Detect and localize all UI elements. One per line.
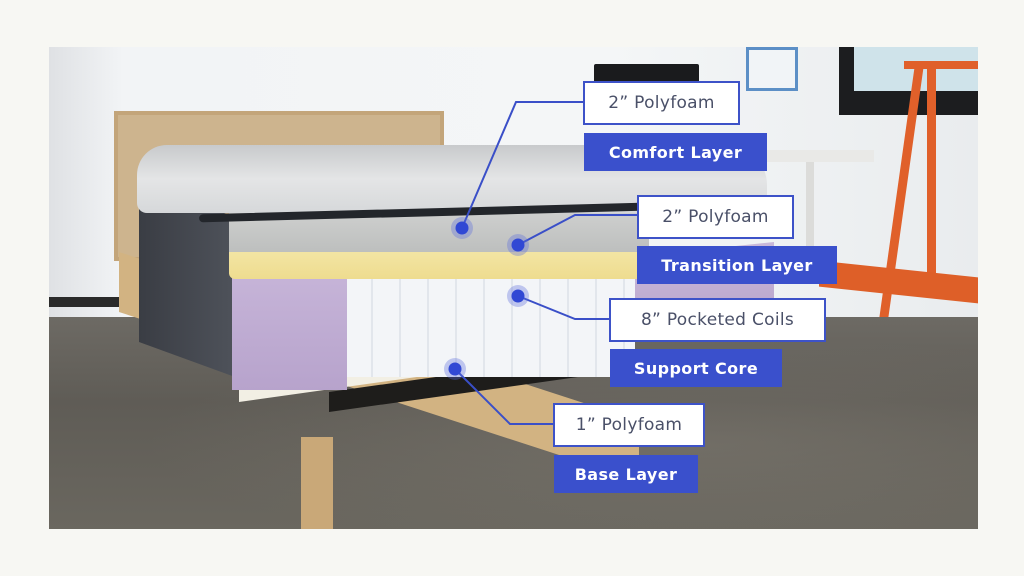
support-core-spec-label: 8” Pocketed Coils [609,298,826,342]
transition-layer-spec-label: 2” Polyfoam [637,195,794,239]
desk-leg [806,162,814,282]
base-layer-name-label: Base Layer [554,455,698,493]
support-core-foam-edge [232,275,347,390]
wall-picture-frame [746,47,798,91]
comfort-layer-spec-label: 2” Polyfoam [583,81,740,125]
support-core-name-label: Support Core [610,349,782,387]
desk [764,150,874,162]
orange-cart-post [927,67,936,287]
dolly [49,297,124,307]
transition-layer-name-label: Transition Layer [637,246,837,284]
mattress-photo [49,47,978,529]
orange-cart-handle [904,61,978,69]
base-layer-spec-label: 1” Polyfoam [553,403,705,447]
comfort-layer-name-label: Comfort Layer [584,133,767,171]
bed-leg [301,437,333,529]
